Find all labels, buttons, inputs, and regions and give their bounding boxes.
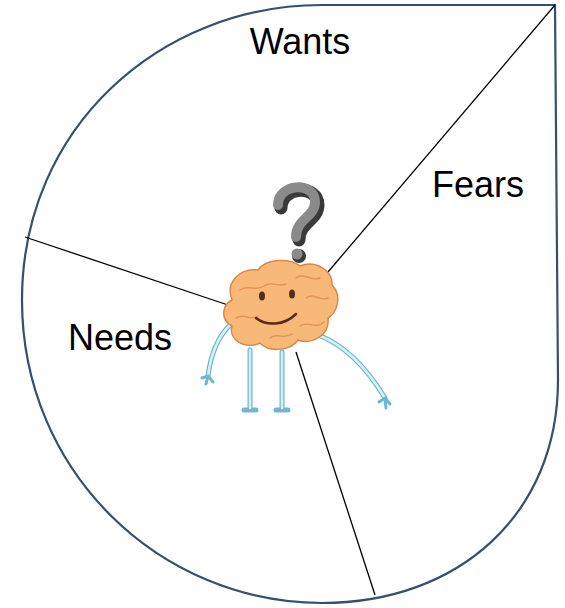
divider-line [296,352,375,595]
question-mark [278,187,318,263]
region-label: Needs [68,320,172,356]
region-label: Wants [250,24,351,60]
brain-character [202,260,390,410]
teardrop-outline [22,5,558,603]
divider-line [25,237,228,305]
divider-line [328,5,555,272]
region-label: Fears [432,167,524,203]
